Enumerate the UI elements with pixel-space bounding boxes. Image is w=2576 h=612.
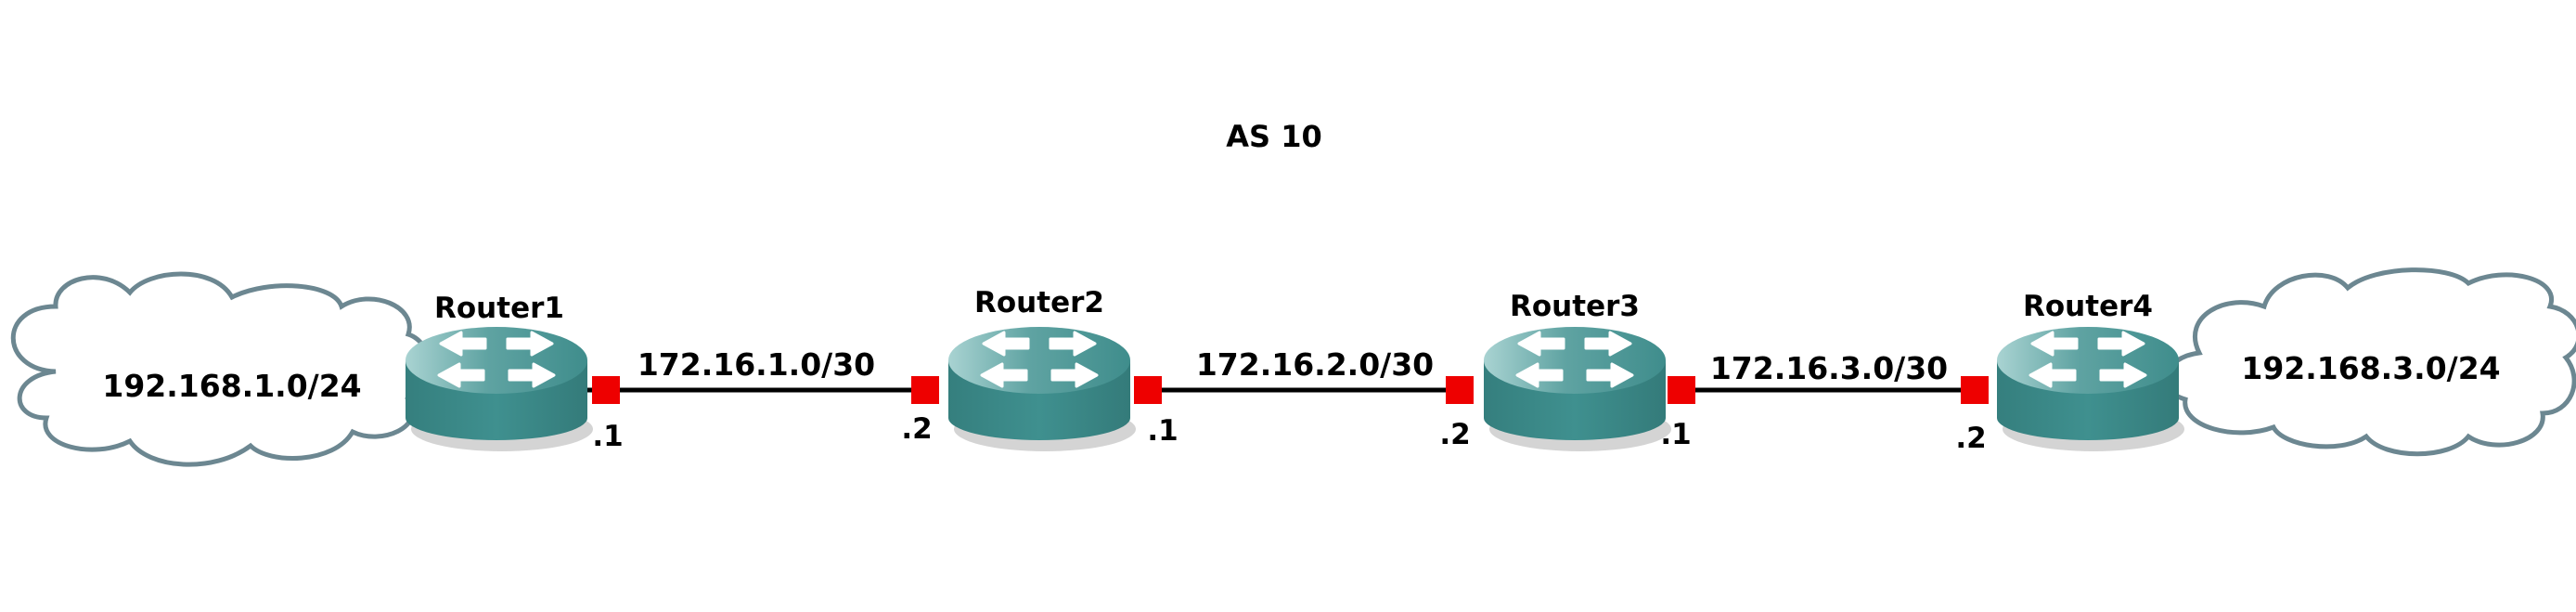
router-2-name: Router2 (974, 286, 1104, 319)
diagram-title: AS 10 (1226, 119, 1321, 154)
cloud-right: 192.168.3.0/24 (2163, 267, 2576, 457)
router-4-name: Router4 (2023, 290, 2153, 323)
port-r3-left (1446, 376, 1474, 404)
link-1-left-ip: .1 (592, 420, 623, 453)
router-icon (404, 325, 595, 453)
router-4: Router4 (1995, 290, 2186, 453)
link-1-right-ip: .2 (901, 412, 932, 446)
router-icon (1995, 325, 2186, 453)
router-3-name: Router3 (1510, 290, 1640, 323)
port-r3-right (1668, 376, 1695, 404)
link-2-network: 172.16.2.0/30 (1196, 346, 1434, 383)
router-1-name: Router1 (434, 292, 564, 325)
router-3: Router3 (1482, 290, 1673, 453)
link-1-network: 172.16.1.0/30 (638, 346, 875, 383)
port-r4-left (1961, 376, 1989, 404)
link-3-right-ip: .2 (1955, 422, 1986, 455)
link-2-left-ip: .1 (1147, 414, 1178, 448)
router-1: Router1 (404, 292, 595, 453)
link-3-left-ip: .1 (1660, 418, 1691, 451)
link-3-network: 172.16.3.0/30 (1710, 350, 1948, 386)
router-icon (947, 325, 1138, 453)
router-icon (1482, 325, 1673, 453)
cloud-label-left: 192.168.1.0/24 (102, 368, 361, 404)
link-2-right-ip: .2 (1439, 418, 1470, 451)
cloud-icon (2163, 267, 2576, 457)
router-2: Router2 (947, 286, 1138, 453)
port-r2-left (911, 376, 939, 404)
cloud-left: 192.168.1.0/24 (10, 271, 431, 467)
port-r1-right (592, 376, 620, 404)
cloud-label-right: 192.168.3.0/24 (2241, 350, 2500, 386)
port-r2-right (1134, 376, 1162, 404)
